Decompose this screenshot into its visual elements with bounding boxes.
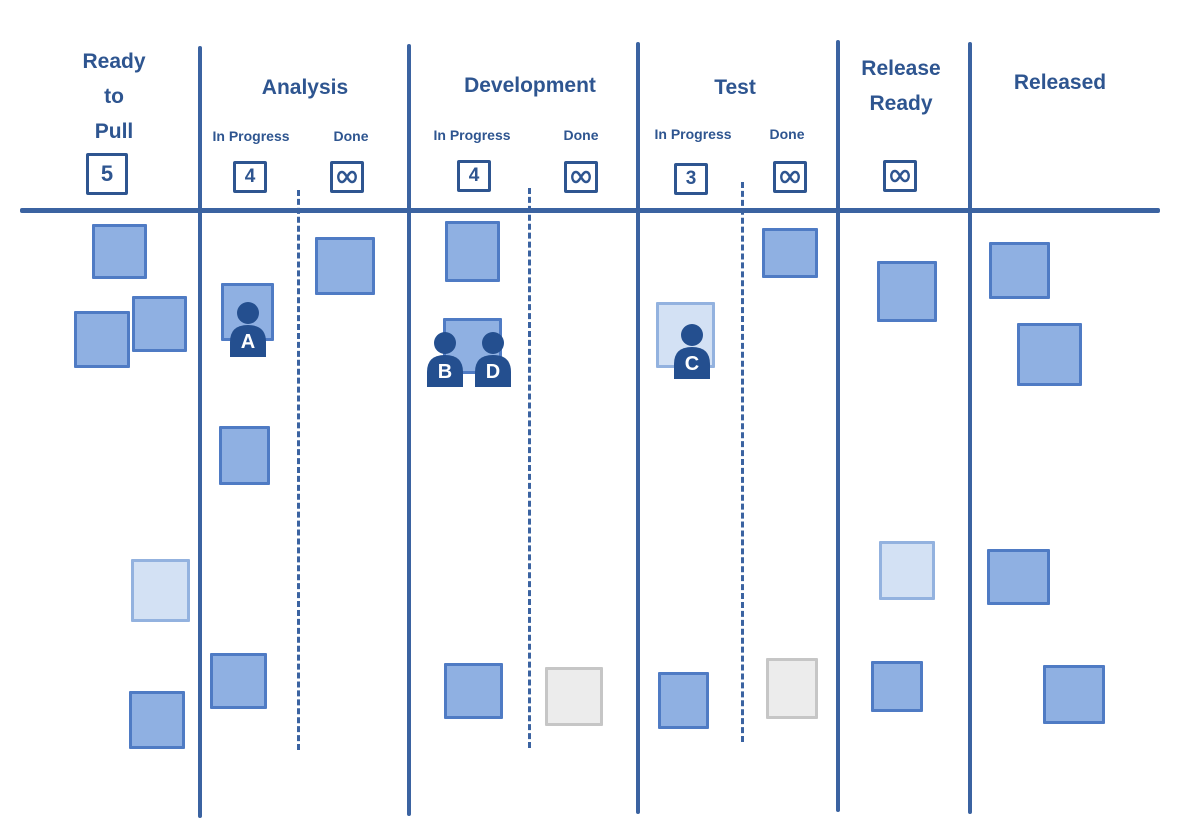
work-card[interactable]	[987, 549, 1050, 605]
worker-letter: C	[684, 353, 700, 375]
column-title-release-ready: Release Ready	[846, 51, 956, 121]
work-card[interactable]	[315, 237, 375, 295]
wip-limit: 4	[457, 160, 491, 192]
work-card[interactable]	[1017, 323, 1082, 386]
subcolumn-divider	[297, 190, 300, 750]
worker-avatar-a: A	[226, 298, 270, 358]
infinity-icon	[773, 161, 807, 193]
worker-letter: A	[240, 331, 256, 353]
title-line: Ready	[869, 92, 933, 115]
work-card[interactable]	[871, 661, 923, 712]
infinity-icon	[564, 161, 598, 193]
wip-limit: 3	[674, 163, 708, 195]
worker-letter: B	[437, 361, 453, 383]
infinity-icon	[883, 160, 917, 192]
subcolumn-label: In Progress	[212, 128, 290, 144]
wip-limit-ready-to-pull: 5	[86, 153, 128, 195]
column-divider	[198, 46, 202, 818]
work-card[interactable]	[132, 296, 187, 352]
worker-avatar-c: C	[670, 320, 714, 380]
title-line: Release	[861, 57, 941, 80]
work-card[interactable]	[766, 658, 818, 719]
subcolumn-divider	[528, 188, 531, 748]
column-title-analysis: Analysis	[261, 76, 349, 99]
work-card[interactable]	[210, 653, 267, 709]
work-card[interactable]	[74, 311, 130, 368]
wip-limit: 4	[233, 161, 267, 193]
column-title-test: Test	[714, 76, 756, 99]
column-title-development: Development	[464, 74, 596, 97]
subcolumn-label: Done	[769, 126, 805, 142]
work-card[interactable]	[92, 224, 147, 279]
header-divider	[20, 208, 1160, 213]
work-card[interactable]	[989, 242, 1050, 299]
work-card[interactable]	[762, 228, 818, 278]
work-card[interactable]	[545, 667, 603, 726]
title-line: Pull	[94, 120, 134, 143]
work-card[interactable]	[1043, 665, 1105, 724]
work-card[interactable]	[445, 221, 500, 282]
title-line: to	[104, 85, 124, 108]
work-card[interactable]	[219, 426, 270, 485]
subcolumn-label: In Progress	[433, 127, 511, 143]
subcolumn-divider	[741, 182, 744, 742]
work-card[interactable]	[444, 663, 503, 719]
work-card[interactable]	[129, 691, 185, 749]
column-divider	[968, 42, 972, 814]
work-card[interactable]	[877, 261, 937, 322]
column-divider	[636, 42, 640, 814]
work-card[interactable]	[131, 559, 190, 622]
column-divider	[836, 40, 840, 812]
worker-avatar-b: B	[423, 328, 467, 388]
title-line: Ready	[82, 50, 146, 73]
subcolumn-label: In Progress	[654, 126, 732, 142]
column-title-ready-to-pull: Ready to Pull	[60, 44, 168, 149]
work-card[interactable]	[658, 672, 709, 729]
infinity-icon	[330, 161, 364, 193]
column-title-released: Released	[1013, 71, 1107, 94]
subcolumn-label: Done	[563, 127, 599, 143]
worker-letter: D	[485, 361, 501, 383]
work-card[interactable]	[879, 541, 935, 600]
column-divider	[407, 44, 411, 816]
worker-avatar-d: D	[471, 328, 515, 388]
subcolumn-label: Done	[333, 128, 369, 144]
